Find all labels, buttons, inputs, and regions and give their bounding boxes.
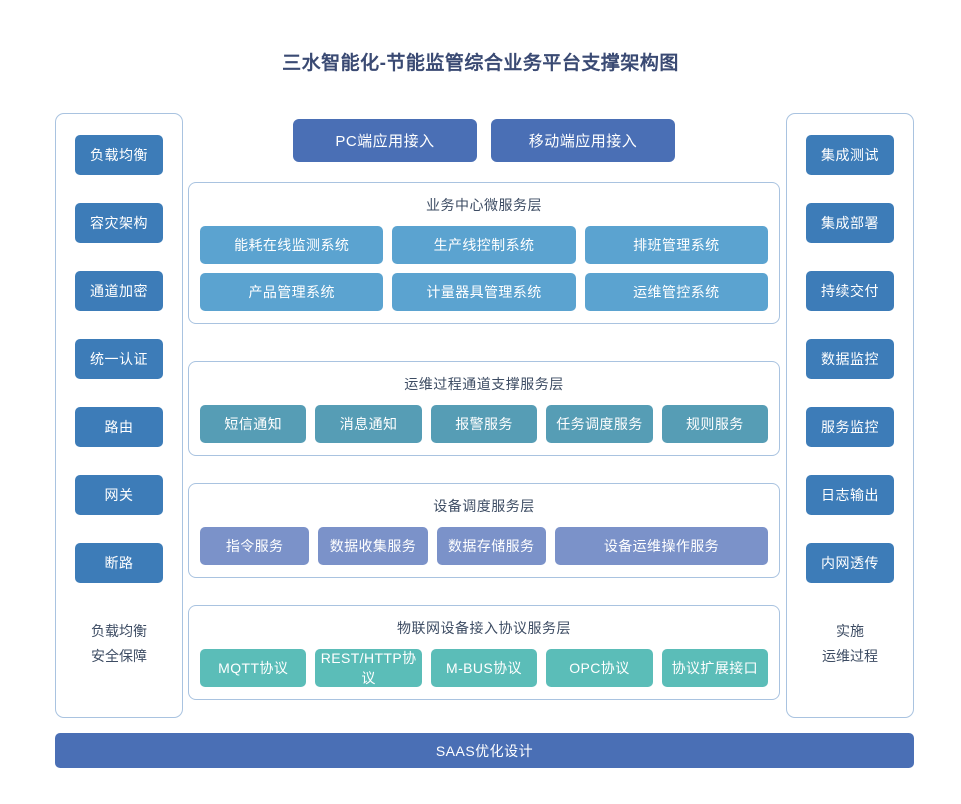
layer-row: 能耗在线监测系统 生产线控制系统 排班管理系统: [200, 226, 768, 264]
service-card-rule-service[interactable]: 规则服务: [661, 405, 769, 443]
sidebar-item-channel-encryption[interactable]: 通道加密: [75, 271, 163, 311]
service-card-command-service[interactable]: 指令服务: [200, 527, 310, 565]
service-card-energy-monitoring[interactable]: 能耗在线监测系统: [200, 226, 384, 264]
sidebar-item-unified-auth[interactable]: 统一认证: [75, 339, 163, 379]
service-card-data-collection[interactable]: 数据收集服务: [318, 527, 428, 565]
sidebar-item-data-monitoring[interactable]: 数据监控: [806, 339, 894, 379]
protocol-card-mbus[interactable]: M-BUS协议: [430, 649, 538, 687]
service-card-sms-notification[interactable]: 短信通知: [200, 405, 307, 443]
sidebar-item-intranet-tunnel[interactable]: 内网透传: [806, 543, 894, 583]
sidebar-item-dr-architecture[interactable]: 容灾架构: [75, 203, 163, 243]
layer-title: 运维过程通道支撑服务层: [404, 376, 564, 392]
service-card-production-line-control[interactable]: 生产线控制系统: [392, 226, 576, 264]
protocol-card-extension-interface[interactable]: 协议扩展接口: [661, 649, 769, 687]
layer-row: 短信通知 消息通知 报警服务 任务调度服务 规则服务: [200, 405, 769, 443]
layer-row: MQTT协议 REST/HTTP协议 M-BUS协议 OPC协议 协议扩展接口: [200, 649, 769, 687]
sidebar-item-continuous-delivery[interactable]: 持续交付: [806, 271, 894, 311]
saas-optimization-bar[interactable]: SAAS优化设计: [55, 733, 914, 768]
service-card-metering-device-management[interactable]: 计量器具管理系统: [392, 273, 576, 311]
service-card-device-ops-operation[interactable]: 设备运维操作服务: [554, 527, 769, 565]
protocol-card-opc[interactable]: OPC协议: [546, 649, 653, 687]
left-footer-line-1: 负载均衡: [91, 623, 147, 639]
layer-business-microservice: 业务中心微服务层 能耗在线监测系统 生产线控制系统 排班管理系统 产品管理系统 …: [188, 182, 780, 324]
left-column-footer: 负载均衡 安全保障: [91, 619, 147, 669]
right-devops-column: 集成测试 集成部署 持续交付 数据监控 服务监控 日志输出 内网透传 实施 运维…: [786, 113, 914, 718]
layer-iot-protocol-access: 物联网设备接入协议服务层 MQTT协议 REST/HTTP协议 M-BUS协议 …: [188, 605, 780, 700]
service-card-task-scheduling[interactable]: 任务调度服务: [546, 405, 653, 443]
sidebar-item-log-output[interactable]: 日志输出: [806, 475, 894, 515]
layer-title: 设备调度服务层: [433, 498, 535, 514]
access-button-mobile[interactable]: 移动端应用接入: [491, 119, 675, 162]
layer-title: 物联网设备接入协议服务层: [397, 620, 571, 636]
application-access-row: PC端应用接入 移动端应用接入: [188, 119, 780, 162]
service-card-message-notification[interactable]: 消息通知: [315, 405, 422, 443]
service-card-shift-management[interactable]: 排班管理系统: [584, 226, 768, 264]
access-button-pc[interactable]: PC端应用接入: [293, 119, 477, 162]
left-footer-line-2: 安全保障: [91, 648, 147, 664]
service-card-product-management[interactable]: 产品管理系统: [200, 273, 384, 311]
layer-row: 指令服务 数据收集服务 数据存储服务 设备运维操作服务: [200, 527, 769, 565]
sidebar-item-circuit-breaker[interactable]: 断路: [75, 543, 163, 583]
layer-row: 产品管理系统 计量器具管理系统 运维管控系统: [200, 273, 768, 311]
sidebar-item-service-monitoring[interactable]: 服务监控: [806, 407, 894, 447]
sidebar-item-load-balance[interactable]: 负载均衡: [75, 135, 163, 175]
protocol-card-rest-http[interactable]: REST/HTTP协议: [315, 649, 422, 687]
sidebar-item-gateway[interactable]: 网关: [75, 475, 163, 515]
left-capability-column: 负载均衡 容灾架构 通道加密 统一认证 路由 网关 断路 负载均衡 安全保障: [55, 113, 183, 718]
right-column-footer: 实施 运维过程: [822, 619, 878, 669]
right-footer-line-1: 实施: [836, 623, 864, 639]
service-card-alarm-service[interactable]: 报警服务: [430, 405, 538, 443]
protocol-card-mqtt[interactable]: MQTT协议: [200, 649, 307, 687]
page-title: 三水智能化-节能监管综合业务平台支撑架构图: [282, 53, 679, 74]
layer-ops-channel-support: 运维过程通道支撑服务层 短信通知 消息通知 报警服务 任务调度服务 规则服务: [188, 361, 780, 456]
right-footer-line-2: 运维过程: [822, 648, 878, 664]
service-card-data-storage[interactable]: 数据存储服务: [436, 527, 546, 565]
sidebar-item-integration-deploy[interactable]: 集成部署: [806, 203, 894, 243]
service-card-ops-control[interactable]: 运维管控系统: [584, 273, 768, 311]
layer-device-scheduling: 设备调度服务层 指令服务 数据收集服务 数据存储服务 设备运维操作服务: [188, 483, 780, 578]
sidebar-item-routing[interactable]: 路由: [75, 407, 163, 447]
sidebar-item-integration-test[interactable]: 集成测试: [806, 135, 894, 175]
layer-title: 业务中心微服务层: [426, 197, 542, 213]
